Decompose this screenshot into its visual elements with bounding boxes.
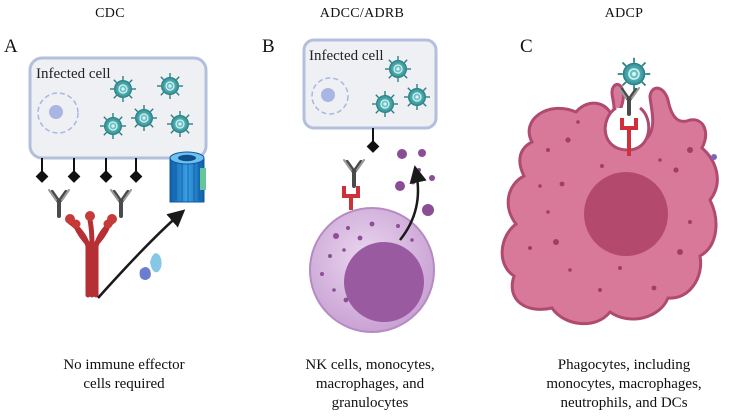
panel-b-caption-line-1: NK cells, monocytes, (305, 357, 435, 373)
panel-c-caption-line-2: monocytes, macrophages, (546, 376, 702, 392)
panel-c-heading: ADCP (604, 6, 644, 21)
arrow-a (97, 209, 186, 299)
infected-cell-label-a: Infected cell (36, 66, 111, 82)
panel-b-caption-line-3: granulocytes (331, 395, 409, 411)
panel-c-artwork (500, 56, 719, 326)
complement-c1q (67, 217, 115, 298)
effector-nucleus (344, 242, 424, 322)
panel-b-artwork: Infected cell (302, 38, 438, 333)
panel-c-caption-line-3: neutrophils, and DCs (560, 395, 688, 411)
panel-a-caption-line-1: No immune effector (63, 357, 185, 373)
panel-b-letter: B (262, 36, 275, 57)
arrow-b (399, 165, 427, 241)
phagocyte-nucleus (584, 172, 668, 256)
panel-c-caption-line-1: Phagocytes, including (557, 357, 691, 373)
panel-a-caption: No immune effector cells required (24, 356, 224, 394)
panel-a-heading: CDC (95, 6, 125, 21)
panel-a-letter: A (4, 36, 18, 57)
panel-b-caption: NK cells, monocytes, macrophages, and gr… (270, 356, 470, 413)
panel-b-caption-line-2: macrophages, and (315, 376, 425, 392)
panel-a-caption-line-2: cells required (83, 376, 165, 392)
panel-b-heading: ADCC/ADRB (319, 6, 405, 21)
panel-c-caption: Phagocytes, including monocytes, macroph… (524, 356, 724, 413)
mac-pore (169, 151, 206, 203)
panel-a-artwork: Infected cell (28, 56, 208, 299)
infected-cell-label-b: Infected cell (309, 48, 384, 64)
panel-c-letter: C (520, 36, 533, 57)
